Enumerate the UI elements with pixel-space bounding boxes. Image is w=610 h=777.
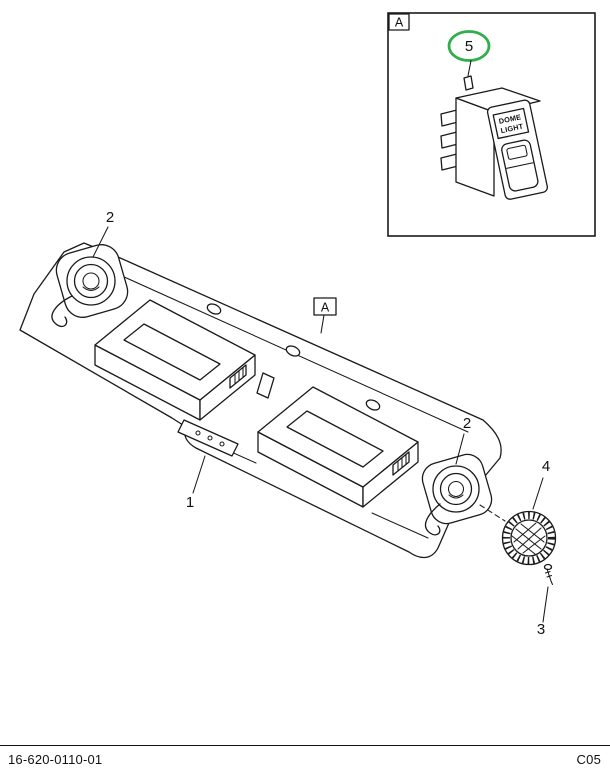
dome-light-switch-drawing: DOME LIGHT: [440, 75, 548, 200]
panel-hole: [365, 399, 381, 411]
callout-4: 4: [542, 458, 550, 475]
callout-1: 1: [186, 494, 194, 511]
footer-rule: [0, 745, 610, 746]
screw-shaft: [546, 568, 552, 582]
latch-hole: [195, 430, 201, 436]
detail-inset-label: A: [395, 16, 404, 30]
switch-rocker-ridge: [506, 144, 528, 160]
right-lamp-socket-mid: [439, 472, 473, 506]
right-lamp-socket-detail: [448, 494, 464, 499]
lens-outer-ring: [501, 510, 557, 566]
part-number: 16-620-0110-01: [8, 752, 103, 767]
screw-thread: [546, 574, 553, 578]
sheet-code: C05: [576, 752, 601, 767]
leader-line-socket-left: [92, 226, 109, 258]
switch-front-face: DOME LIGHT: [486, 99, 548, 200]
panel-hole: [206, 303, 222, 315]
leader-line-panel: [192, 455, 206, 494]
lens-knurled-rim: [503, 512, 555, 564]
screw-tip: [550, 580, 554, 586]
header-panel-assembly-drawing: [19, 242, 557, 586]
assembly-axis-line: [479, 504, 506, 522]
box2-lens-slot: [286, 410, 384, 468]
leader-line-screw: [542, 586, 549, 623]
box1-top-face: [94, 299, 256, 401]
detail-marker-tick: [320, 314, 325, 334]
lens-grille-hatch: [511, 522, 546, 555]
callout-2-left: 2: [106, 209, 114, 226]
detail-marker-label: A: [321, 301, 330, 315]
callout-3: 3: [537, 621, 545, 638]
right-lamp-socket-inner: [447, 480, 465, 498]
detail-inset-frame: [387, 12, 596, 237]
leader-line-socket-right: [455, 433, 465, 465]
detail-inset-view-a: A 5 DOME LIGHT: [387, 12, 596, 237]
left-lamp-socket-detail: [82, 286, 100, 292]
lamp-housing-box-1: [94, 299, 256, 421]
leader-line-lens: [532, 477, 544, 510]
left-lamp-socket-mid: [73, 263, 109, 299]
detail-inset-label-box: [388, 13, 410, 31]
latch-hole: [219, 441, 225, 447]
callout-5: 5: [465, 38, 473, 55]
highlight-circle: [447, 30, 491, 62]
box1-lens-slot: [123, 323, 221, 381]
panel-hole: [285, 345, 301, 357]
latch-hole: [207, 435, 213, 441]
box2-top-face: [257, 386, 419, 488]
mounting-screw: [543, 563, 554, 586]
leader-line-switch: [467, 59, 472, 77]
panel-center-slot: [256, 372, 275, 399]
screw-head: [543, 563, 553, 571]
lamp-housing-box-2: [257, 386, 419, 508]
right-socket-wire: [424, 503, 441, 536]
switch-rocker-divider: [506, 162, 534, 169]
callout-2-right: 2: [463, 415, 471, 432]
left-lamp-socket-inner: [82, 272, 100, 290]
box2-label-tag: [392, 451, 410, 476]
screw-thread: [544, 570, 551, 574]
box1-label-tag: [229, 364, 247, 389]
lamp-lens: [501, 510, 557, 566]
panel-apron-fold-right: [371, 512, 429, 539]
switch-terminal-top: [463, 75, 474, 91]
latch-plate: [177, 419, 239, 457]
detail-marker-a: A: [313, 297, 337, 334]
detail-marker-box: [313, 297, 337, 316]
left-socket-wire: [51, 295, 73, 328]
switch-label-plate: [492, 107, 530, 140]
callouts: 2 1 2 4 3 A: [92, 209, 550, 638]
